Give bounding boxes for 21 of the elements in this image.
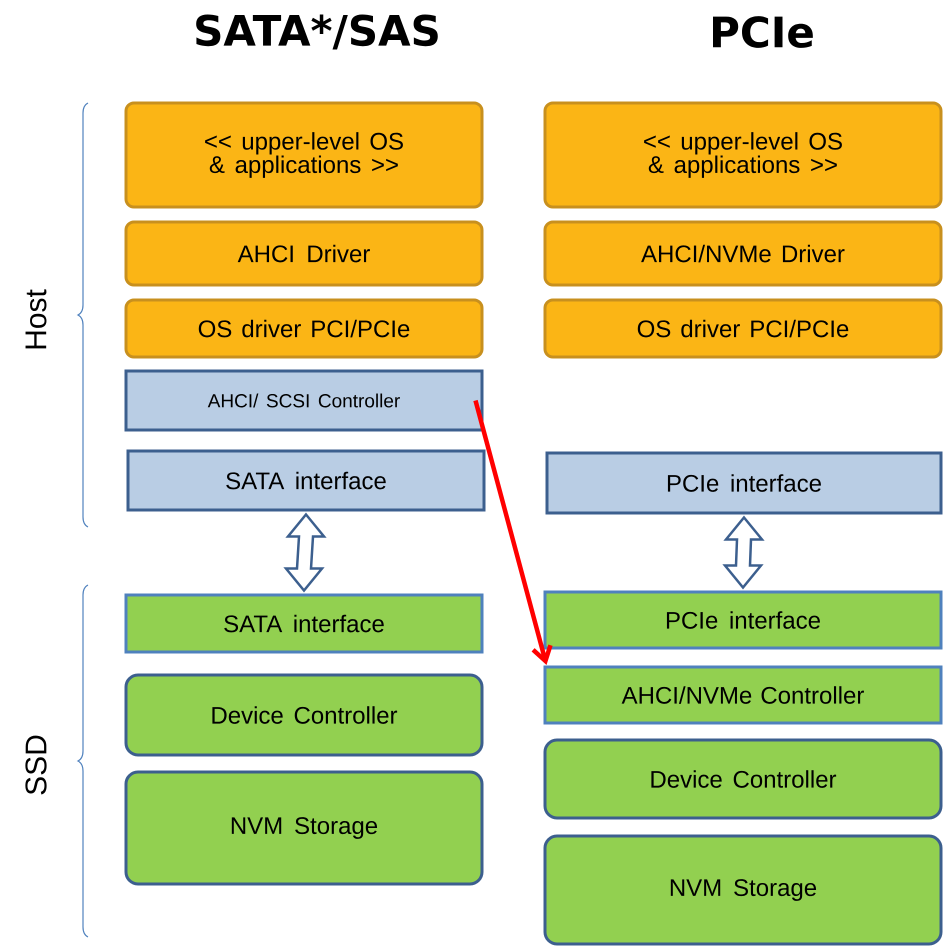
layer-box: Device Controller [124,674,484,756]
layer-box: PCIe interface [546,452,942,514]
layer-box: SATA interface [124,594,484,654]
layer-box: AHCI/NVMe Driver [544,220,942,286]
layer-box: SATA interface [126,450,486,512]
layer-box: NVM Storage [544,834,942,946]
layer-box: OS driver PCI/PCIe [124,298,484,358]
layer-box: NVM Storage [124,770,484,886]
column-heading: SATA*/SAS [196,14,438,50]
layer-box: OS driver PCI/PCIe [544,298,942,358]
layer-box: << upper-level OS & applications >> [544,102,942,208]
layer-box: PCIe interface [544,590,942,650]
side-label: Host [26,289,46,348]
side-label: SSD [25,736,47,794]
layer-box: << upper-level OS & applications >> [124,102,484,208]
layer-box: AHCI Driver [124,220,484,286]
column-heading: PCIe [713,16,813,48]
layer-box: AHCI/NVMe Controller [544,666,942,724]
layer-box: AHCI/ SCSI Controller [124,370,484,432]
arrow [473,400,553,665]
layer-box: Device Controller [544,738,942,820]
